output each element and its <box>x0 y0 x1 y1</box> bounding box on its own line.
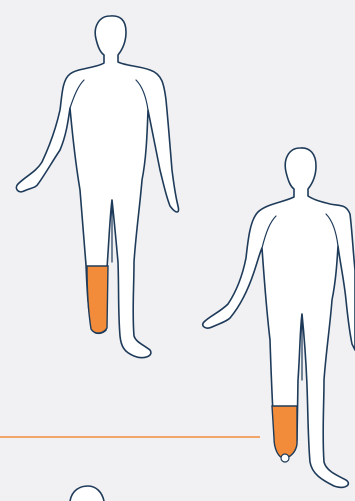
figure-1-prosthesis-highlight <box>87 266 108 333</box>
figure-3-head-partial <box>70 486 104 501</box>
figure-2-joint-marker <box>281 454 289 462</box>
figure-2-prosthesis-highlight <box>272 406 297 458</box>
figure-1 <box>16 16 178 358</box>
